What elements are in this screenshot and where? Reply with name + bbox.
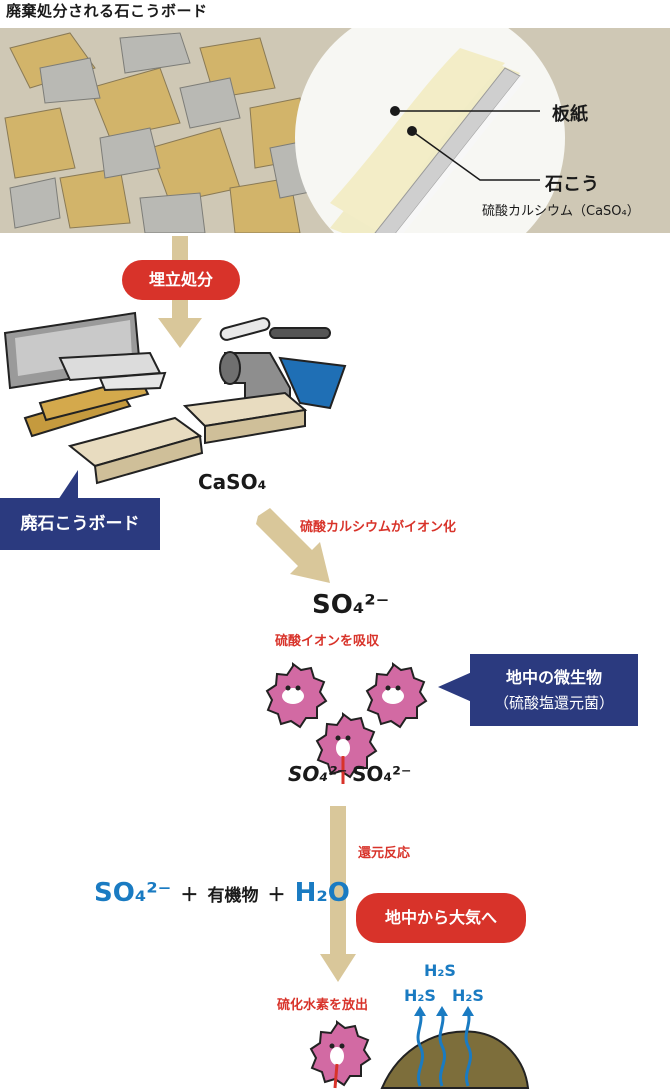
equation-h2o: H₂O <box>294 878 350 908</box>
diagonal-arrow <box>256 508 330 583</box>
microbe-box-pointer <box>438 672 472 702</box>
microbe-left <box>265 662 328 729</box>
caso4-label: CaSO₄ <box>198 470 267 494</box>
release-text: 硫化水素を放出 <box>277 998 369 1013</box>
gypsum-board-photo <box>0 28 670 233</box>
equation-plus-2: ＋ <box>267 885 286 906</box>
sulfate-ion-right: SO₄²⁻ <box>352 762 412 786</box>
absorb-text: 硫酸イオンを吸収 <box>275 634 380 649</box>
equation-organic: 有機物 <box>207 886 259 906</box>
soil-mound-with-gas <box>380 1006 530 1089</box>
landfill-waste-illustration <box>3 311 347 485</box>
equation-so4: SO₄²⁻ <box>94 878 172 908</box>
microbe-box-title: 地中の微生物 <box>505 668 602 687</box>
reduction-text: 還元反応 <box>358 846 411 861</box>
sulfate-ion-left: SO₄²⁻ <box>288 762 348 786</box>
equation-plus-1: ＋ <box>180 885 199 906</box>
ionize-text: 硫酸カルシウムがイオン化 <box>300 520 457 535</box>
landfill-badge: 埋立処分 <box>122 260 240 300</box>
microbe-right <box>365 662 428 729</box>
page-title: 廃棄処分される石こうボード <box>6 2 208 20</box>
waste-box-pointer <box>58 470 78 500</box>
h2s-label-top: H₂S <box>424 961 456 980</box>
atmosphere-badge: 地中から大気へ <box>356 893 526 943</box>
microbe-bottom <box>309 1020 372 1089</box>
down-arrow-2 <box>320 806 356 982</box>
h2s-label-right: H₂S <box>452 986 484 1005</box>
microbe-center <box>315 712 378 784</box>
gypsum-label: 石こう <box>545 174 599 195</box>
microbe-box-subtitle: （硫酸塩還元菌） <box>493 694 614 712</box>
sulfate-ion-label: SO₄²⁻ <box>312 590 390 620</box>
paper-label: 板紙 <box>552 104 588 125</box>
microbe-info-box: 地中の微生物 （硫酸塩還元菌） <box>470 654 638 726</box>
gypsum-chem-label: 硫酸カルシウム（CaSO₄） <box>482 204 640 219</box>
h2s-label-left: H₂S <box>404 986 436 1005</box>
reaction-equation: SO₄²⁻ ＋ 有機物 ＋ H₂O <box>94 878 350 908</box>
waste-gypsum-box: 廃石こうボード <box>0 498 160 550</box>
microbes-cluster <box>265 662 428 784</box>
